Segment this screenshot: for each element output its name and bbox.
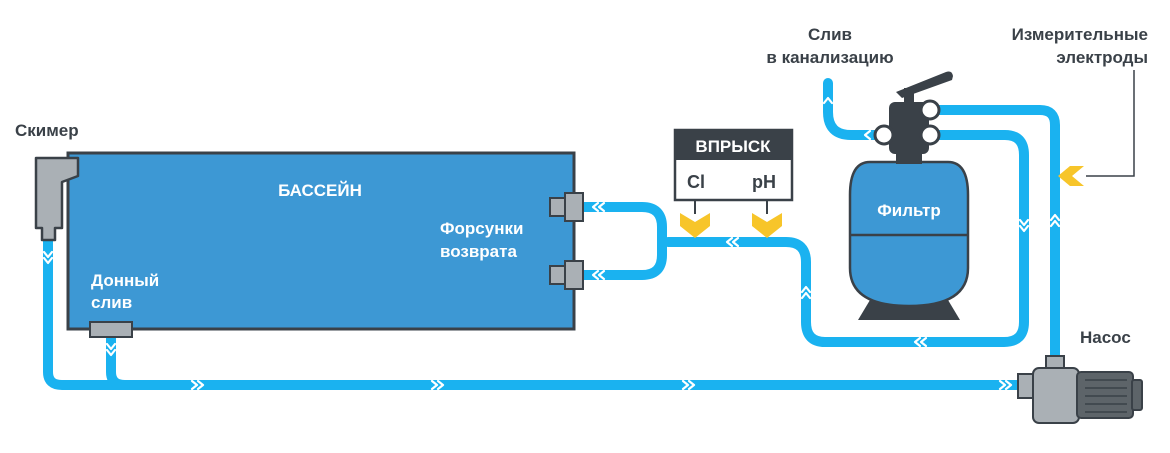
bottom-drain-pipe	[106, 331, 130, 390]
electrodes-label-line2: электроды	[1056, 48, 1148, 67]
pump-to-filter-pipe	[923, 105, 1060, 363]
injection-ph-label: pH	[752, 172, 776, 192]
bottom-drain-label-line2: слив	[91, 293, 132, 312]
skimmer: Скимер	[15, 121, 80, 242]
pump-motor	[1076, 371, 1134, 419]
sewer-drain-label-line2: в канализацию	[766, 48, 893, 67]
pool: БАССЕЙН Донный слив Форсунки возврата	[66, 151, 584, 338]
nozzle-lower-pipe	[579, 237, 667, 280]
injection-header	[675, 130, 792, 160]
pump-housing	[1032, 367, 1080, 424]
nozzles-label-line1: Форсунки	[440, 219, 523, 238]
return-nozzle-upper	[549, 192, 584, 222]
filter-label: Фильтр	[877, 201, 940, 220]
cl-injection-marker	[680, 213, 710, 238]
bottom-drain-fitting	[89, 321, 133, 338]
bottom-drain-label-line1: Донный	[91, 271, 159, 290]
injection-unit: ВПРЫСК Cl pH	[673, 128, 794, 238]
pipes	[43, 78, 1060, 390]
electrodes-label-line1: Измерительные	[1012, 25, 1148, 44]
filter-base	[858, 300, 960, 320]
filter-valve	[889, 102, 929, 154]
electrode-leader-line	[1086, 70, 1135, 177]
nozzles-label-line2: возврата	[440, 242, 517, 261]
sewer-drain-pipe	[823, 78, 897, 140]
return-nozzle-lower	[549, 260, 584, 290]
ph-injection-marker	[752, 213, 782, 238]
filter: Фильтр	[848, 71, 970, 320]
measuring-electrodes: Измерительные электроды	[1012, 25, 1148, 186]
pump: Насос	[1017, 328, 1143, 424]
skimmer-body	[34, 156, 80, 242]
nozzle-upper-pipe	[579, 202, 667, 247]
flow-arrows	[42, 96, 1061, 391]
pump-label: Насос	[1080, 328, 1131, 347]
pool-label: БАССЕЙН	[278, 181, 362, 200]
skimmer-label: Скимер	[15, 121, 79, 140]
injection-title: ВПРЫСК	[695, 137, 771, 156]
filter-valve-handle	[896, 71, 953, 98]
sewer-drain-label-line1: Слив	[808, 25, 852, 44]
injection-cl-label: Cl	[687, 172, 705, 192]
skimmer-pipe	[43, 233, 1025, 390]
pool-basin	[66, 151, 576, 331]
electrode-marker	[1058, 166, 1084, 186]
